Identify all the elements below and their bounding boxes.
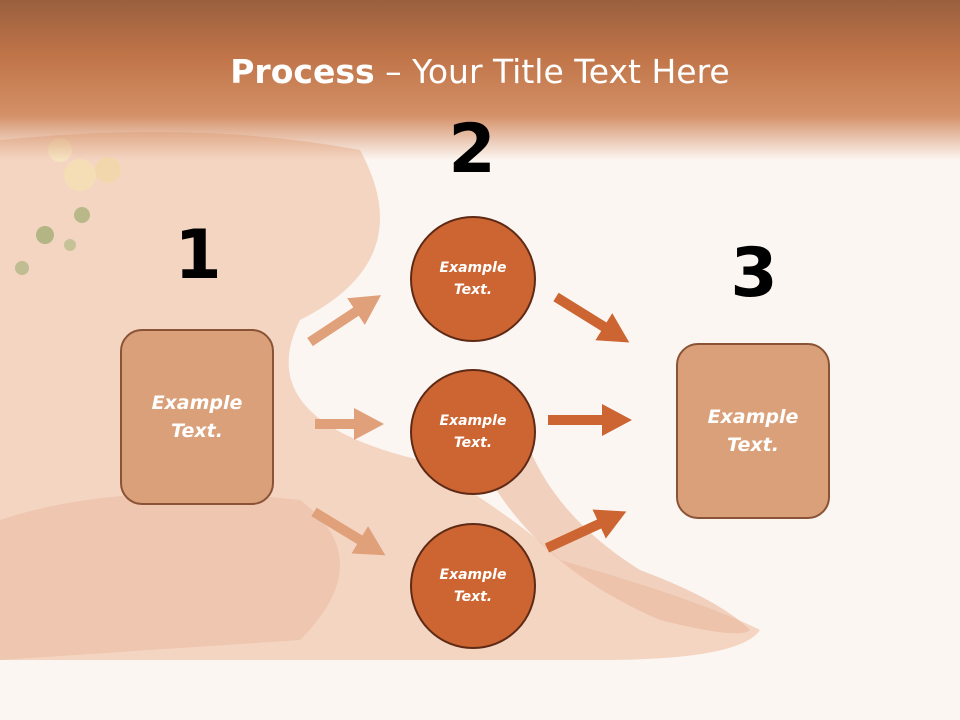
step-2-circle-bottom: Example Text.	[410, 523, 536, 649]
step-3-box: Example Text.	[676, 343, 830, 519]
step-1-box: Example Text.	[120, 329, 274, 505]
step-number-3: 3	[730, 234, 778, 313]
slide-title: Process – Your Title Text Here	[0, 52, 960, 91]
circle-top-text: Example Text.	[439, 259, 507, 298]
step-number-2: 2	[448, 110, 496, 189]
title-rest: Your Title Text Here	[412, 52, 730, 91]
title-banner	[0, 0, 960, 160]
step-2-circle-top: Example Text.	[410, 216, 536, 342]
circle-middle-text: Example Text.	[439, 412, 507, 451]
title-bold: Process	[230, 52, 375, 91]
circle-bottom-text: Example Text.	[439, 566, 507, 605]
step-2-circle-middle: Example Text.	[410, 369, 536, 495]
title-dash: –	[374, 52, 413, 91]
step-3-box-text: Example Text.	[707, 405, 799, 457]
step-number-1: 1	[174, 216, 222, 295]
step-1-box-text: Example Text.	[151, 391, 243, 443]
